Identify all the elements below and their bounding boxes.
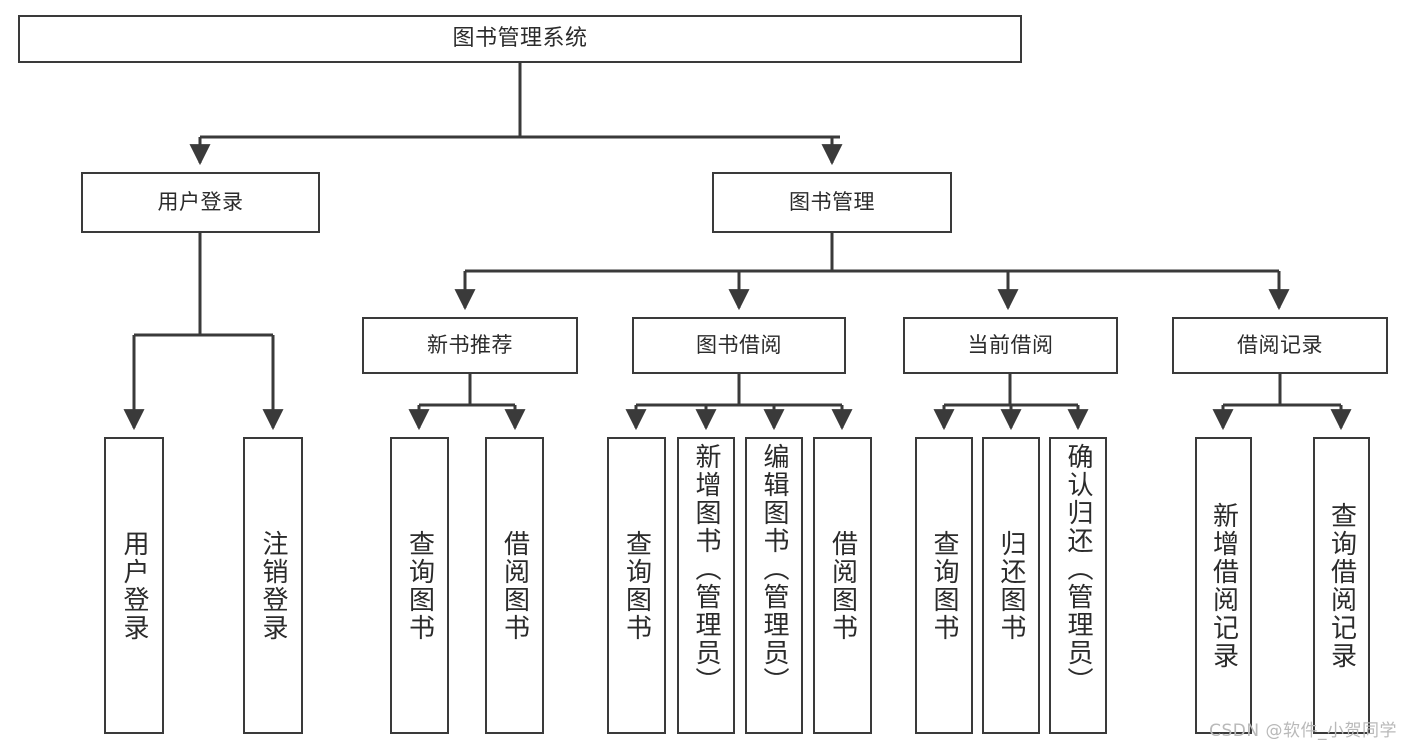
node-leaf-query-book-rec-label: 查询图书 xyxy=(404,529,435,642)
node-leaf-add-record[interactable]: 新增借阅记录 xyxy=(1195,437,1252,734)
node-book-borrow-label: 图书借阅 xyxy=(696,332,782,357)
node-current-borrow[interactable]: 当前借阅 xyxy=(903,317,1118,374)
node-leaf-query-book-cur[interactable]: 查询图书 xyxy=(915,437,973,734)
node-leaf-borrow-book[interactable]: 借阅图书 xyxy=(813,437,872,734)
node-leaf-confirm-return[interactable]: 确认归还（管理员） xyxy=(1049,437,1107,734)
node-leaf-user-login-label: 用户登录 xyxy=(119,529,149,642)
node-leaf-user-logout[interactable]: 注销登录 xyxy=(243,437,303,734)
node-book-borrow[interactable]: 图书借阅 xyxy=(632,317,846,374)
node-leaf-add-record-label: 新增借阅记录 xyxy=(1208,501,1239,670)
node-leaf-edit-book-label: 编辑图书（管理员） xyxy=(759,443,789,695)
node-leaf-confirm-return-label: 确认归还（管理员） xyxy=(1063,443,1093,695)
node-leaf-add-book-label: 新增图书（管理员） xyxy=(691,443,721,695)
node-leaf-query-book[interactable]: 查询图书 xyxy=(607,437,666,734)
node-book-manage[interactable]: 图书管理 xyxy=(712,172,952,233)
node-borrow-record[interactable]: 借阅记录 xyxy=(1172,317,1388,374)
node-leaf-query-book-rec[interactable]: 查询图书 xyxy=(390,437,449,734)
node-leaf-edit-book[interactable]: 编辑图书（管理员） xyxy=(745,437,803,734)
watermark: CSDN @软件_小贺同学 xyxy=(1209,721,1397,741)
node-leaf-borrow-book-rec[interactable]: 借阅图书 xyxy=(485,437,544,734)
node-borrow-record-label: 借阅记录 xyxy=(1237,332,1323,357)
node-current-borrow-label: 当前借阅 xyxy=(967,332,1054,357)
node-book-manage-label: 图书管理 xyxy=(789,189,875,214)
node-root[interactable]: 图书管理系统 xyxy=(18,15,1022,63)
node-leaf-query-record[interactable]: 查询借阅记录 xyxy=(1313,437,1370,734)
node-leaf-query-book-label: 查询图书 xyxy=(621,529,652,642)
node-leaf-return-book[interactable]: 归还图书 xyxy=(982,437,1040,734)
node-new-book-rec-label: 新书推荐 xyxy=(427,332,513,357)
node-root-label: 图书管理系统 xyxy=(452,25,588,51)
node-leaf-user-login[interactable]: 用户登录 xyxy=(104,437,164,734)
node-leaf-borrow-book-label: 借阅图书 xyxy=(827,529,858,642)
node-leaf-query-book-cur-label: 查询图书 xyxy=(929,529,959,642)
node-user-login[interactable]: 用户登录 xyxy=(81,172,320,233)
node-leaf-borrow-book-rec-label: 借阅图书 xyxy=(499,529,530,642)
node-leaf-return-book-label: 归还图书 xyxy=(996,529,1026,642)
node-leaf-user-logout-label: 注销登录 xyxy=(258,529,288,642)
node-user-login-label: 用户登录 xyxy=(157,189,244,214)
node-leaf-add-book[interactable]: 新增图书（管理员） xyxy=(677,437,735,734)
node-new-book-rec[interactable]: 新书推荐 xyxy=(362,317,578,374)
node-leaf-query-record-label: 查询借阅记录 xyxy=(1326,501,1357,670)
